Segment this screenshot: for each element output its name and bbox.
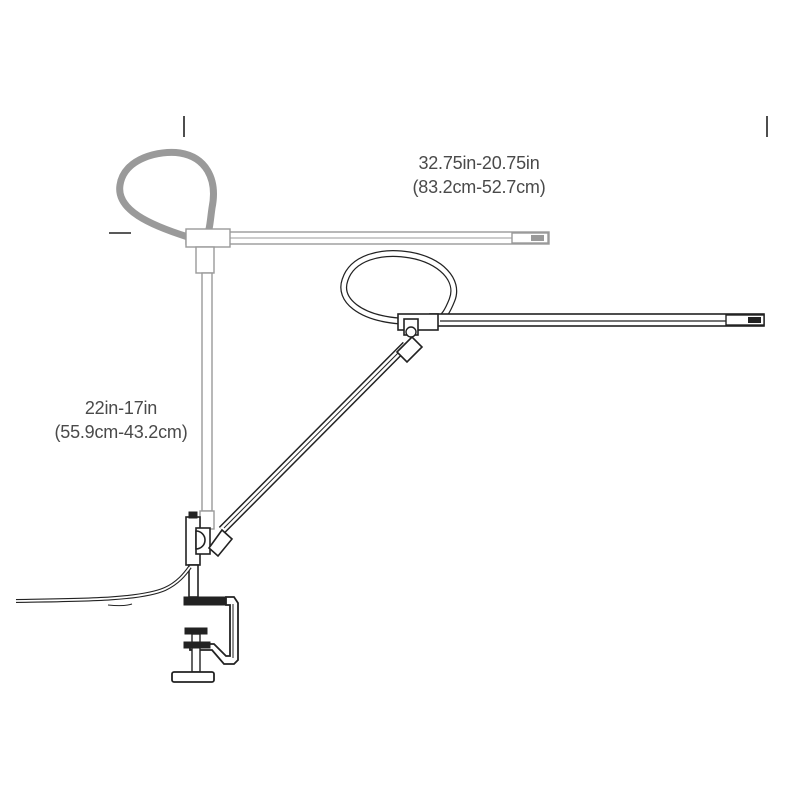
ghost-arm-joint <box>185 228 231 248</box>
lamp-angled-position <box>15 250 765 683</box>
light-bar <box>429 313 765 327</box>
light-bar-end <box>725 314 765 326</box>
clamp-foot-pad <box>171 671 215 683</box>
power-cord <box>15 565 192 603</box>
vertical-reach-label: 22in-17in (55.9cm-43.2cm) <box>30 396 212 444</box>
desk-clamp <box>171 596 239 683</box>
horizontal-reach-label: 32.75in-20.75in (83.2cm-52.7cm) <box>393 151 565 199</box>
lamp-extended-position <box>116 148 550 530</box>
ghost-vertical-arm <box>201 272 213 512</box>
dimension-markers <box>109 116 768 234</box>
ghost-light-bar-end <box>511 232 549 244</box>
vertical-reach-imperial: 22in-17in <box>84 398 158 418</box>
horizontal-reach-metric: (83.2cm-52.7cm) <box>412 177 546 197</box>
angled-arm-collar <box>395 335 424 364</box>
angled-arm <box>218 341 410 534</box>
vertical-reach-metric: (55.9cm-43.2cm) <box>54 422 188 442</box>
base-joint <box>185 511 234 566</box>
horizontal-reach-imperial: 32.75in-20.75in <box>418 153 540 173</box>
